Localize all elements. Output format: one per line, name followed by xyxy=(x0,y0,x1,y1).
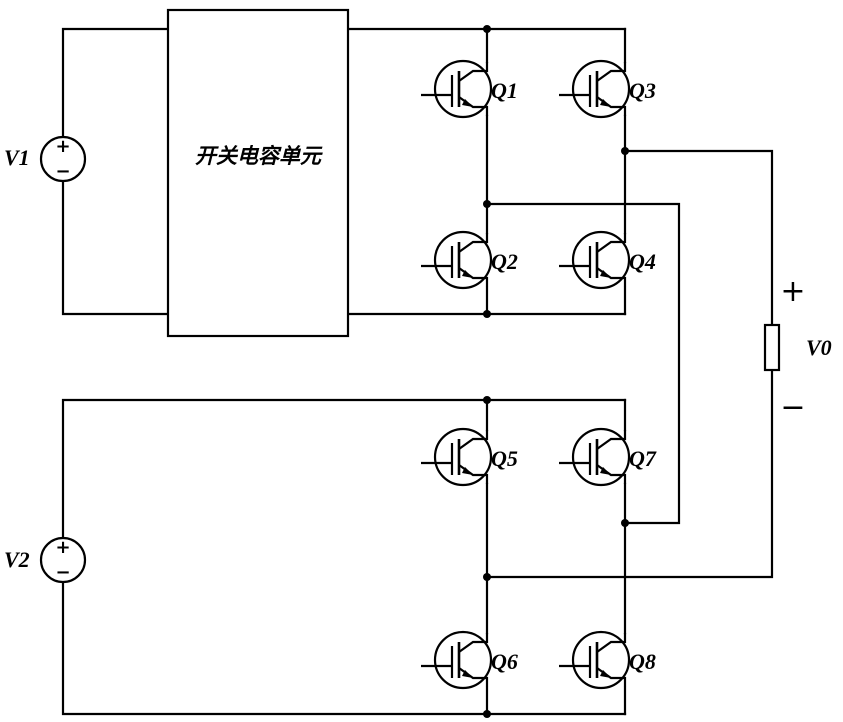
source-v1-minus: − xyxy=(55,161,70,182)
transistor-q3: Q3 xyxy=(559,61,656,117)
transistor-q6-label: Q6 xyxy=(491,649,518,674)
output-label: V0 xyxy=(806,335,832,360)
source-v1: + − V1 xyxy=(4,136,85,182)
lower-circuit-wires xyxy=(63,400,625,714)
transistor-q8: Q8 xyxy=(559,632,656,688)
transistor-q2: Q2 xyxy=(421,232,518,288)
transistor-q2-label: Q2 xyxy=(491,249,518,274)
transistor-q4-label: Q4 xyxy=(629,249,656,274)
output-load: + − V0 xyxy=(765,274,832,425)
source-v2-plus: + xyxy=(55,537,70,558)
switch-cap-unit-label: 开关电容单元 xyxy=(195,144,323,168)
transistor-q3-label: Q3 xyxy=(629,78,656,103)
transistor-q8-label: Q8 xyxy=(629,649,656,674)
switch-cap-unit: 开关电容单元 xyxy=(168,10,348,336)
transistor-q4: Q4 xyxy=(559,232,656,288)
source-v2-label: V2 xyxy=(4,547,30,572)
transistor-q7: Q7 xyxy=(559,429,657,485)
transistor-q1: Q1 xyxy=(421,61,518,117)
output-minus: − xyxy=(780,390,805,425)
source-v1-plus: + xyxy=(55,136,70,157)
transistor-q5: Q5 xyxy=(421,429,518,485)
source-v2: + − V2 xyxy=(4,537,85,583)
source-v2-minus: − xyxy=(55,562,70,583)
transistor-q7-label: Q7 xyxy=(629,446,657,471)
transistor-q5-label: Q5 xyxy=(491,446,518,471)
output-plus: + xyxy=(780,274,805,309)
transistor-q1-label: Q1 xyxy=(491,78,518,103)
transistor-q6: Q6 xyxy=(421,632,518,688)
source-v1-label: V1 xyxy=(4,145,30,170)
